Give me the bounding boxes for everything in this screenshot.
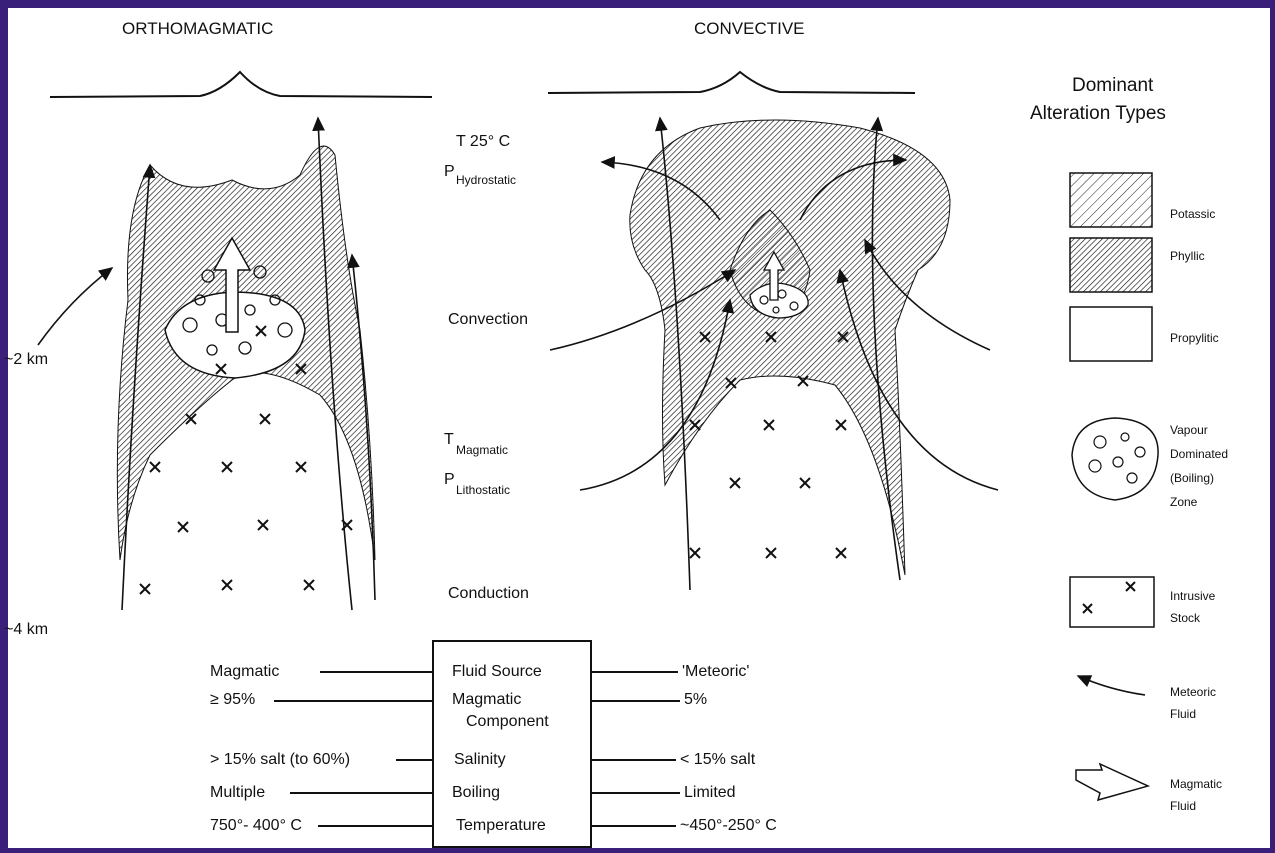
- label-conduction: Conduction: [448, 586, 529, 602]
- legend-title-1: Dominant: [1072, 76, 1153, 95]
- conv-phyllic-zone: [630, 120, 950, 575]
- table-left-r1: Magmatic: [210, 664, 279, 680]
- legend-vapour-swatch: [1072, 418, 1158, 500]
- table-left-r5: 750°- 400° C: [210, 818, 302, 834]
- label-convection: Convection: [448, 312, 528, 328]
- legend-propylitic-label: Propylitic: [1170, 332, 1219, 344]
- legend-title-2: Alteration Types: [1030, 104, 1166, 123]
- legend-magmatic-arrow: [1076, 764, 1148, 800]
- label-t: T: [444, 432, 454, 448]
- legend-potassic-label: Potassic: [1170, 208, 1215, 220]
- depth-4km: ~4 km: [4, 622, 48, 638]
- depth-2km: ~2 km: [4, 352, 48, 368]
- table-right-r1: 'Meteoric': [682, 664, 749, 680]
- title-convective: CONVECTIVE: [694, 20, 805, 37]
- legend-meteoric-arrow: [1078, 676, 1145, 695]
- legend-vapour-1: Vapour: [1170, 424, 1208, 436]
- table-right-r5: ~450°-250° C: [680, 818, 777, 834]
- label-magmatic: Magmatic: [456, 444, 508, 456]
- table-left-r2: ≥ 95%: [210, 692, 255, 708]
- table-left-r4: Multiple: [210, 785, 265, 801]
- legend-intrusive-1: Intrusive: [1170, 590, 1215, 602]
- table-right-r3: < 15% salt: [680, 752, 755, 768]
- legend-magfluid-2: Fluid: [1170, 800, 1196, 812]
- legend-potassic-swatch: [1070, 173, 1152, 227]
- legend-intrusive-2: Stock: [1170, 612, 1200, 624]
- label-p: P: [444, 164, 455, 180]
- legend-magfluid-1: Magmatic: [1170, 778, 1222, 790]
- table-center-r5: Temperature: [456, 818, 546, 834]
- legend-meteoric-2: Fluid: [1170, 708, 1196, 720]
- table-right-r4: Limited: [684, 785, 736, 801]
- label-hydrostatic: Hydrostatic: [456, 174, 516, 186]
- legend-propylitic-swatch: [1070, 307, 1152, 361]
- conv-surface-line: [548, 72, 915, 93]
- legend-phyllic-label: Phyllic: [1170, 250, 1205, 262]
- title-orthomagmatic: ORTHOMAGMATIC: [122, 20, 273, 37]
- table-left-r3: > 15% salt (to 60%): [210, 752, 350, 768]
- label-lithostatic: Lithostatic: [456, 484, 510, 496]
- legend-vapour-2: Dominated: [1170, 448, 1228, 460]
- table-center-r2a: Magmatic: [452, 692, 521, 708]
- label-p2: P: [444, 472, 455, 488]
- ortho-surface-line: [50, 72, 432, 97]
- table-center-r4: Boiling: [452, 785, 500, 801]
- legend-intrusive-swatch: [1070, 577, 1154, 627]
- legend-meteoric-1: Meteoric: [1170, 686, 1216, 698]
- legend-vapour-3: (Boiling): [1170, 472, 1214, 484]
- table-center-r3: Salinity: [454, 752, 506, 768]
- label-t25: T 25° C: [456, 134, 510, 150]
- table-center-r2b: Component: [466, 714, 549, 730]
- legend-vapour-4: Zone: [1170, 496, 1197, 508]
- table-right-r2: 5%: [684, 692, 707, 708]
- table-center-r1: Fluid Source: [452, 664, 542, 680]
- legend-phyllic-swatch: [1070, 238, 1152, 292]
